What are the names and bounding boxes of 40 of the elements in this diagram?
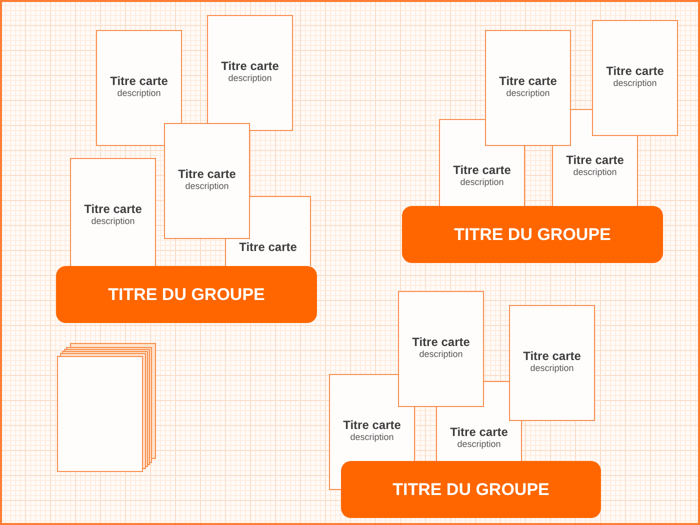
card (164, 123, 250, 239)
card-description: description (506, 88, 550, 99)
card-description: description (350, 432, 394, 443)
card (70, 158, 156, 266)
card-stack (57, 343, 156, 472)
card (207, 15, 293, 131)
card-title: Titre carte (450, 425, 508, 439)
card-title: Titre carte (110, 74, 168, 88)
group-title: TITRE DU GROUPE (108, 284, 265, 304)
group-title: TITRE DU GROUPE (392, 480, 550, 500)
card-title: Titre carte (221, 59, 279, 73)
card-title: Titre carte (84, 202, 142, 216)
card-description: description (457, 439, 501, 450)
card (509, 305, 595, 421)
card-description: description (91, 216, 135, 227)
card-description: description (460, 177, 504, 188)
card-description: description (228, 73, 272, 84)
card-description: description (117, 88, 161, 99)
card-description: description (419, 349, 463, 360)
card-title: Titre carte (453, 163, 511, 177)
card-description: description (530, 363, 574, 374)
card-title: Titre carte (523, 349, 581, 363)
card (96, 30, 182, 146)
card-description: description (573, 167, 617, 178)
card-title: Titre carte (566, 153, 624, 167)
card (398, 291, 484, 407)
card (485, 30, 571, 146)
group-banner (56, 266, 317, 323)
card-title: Titre carte (239, 240, 297, 254)
card-title: Titre carte (343, 418, 401, 432)
card-title: Titre carte (178, 167, 236, 181)
card-description: description (185, 181, 229, 192)
card-title: Titre carte (606, 64, 664, 78)
card-title: Titre carte (499, 74, 557, 88)
card (592, 20, 678, 136)
group-banner (402, 206, 663, 263)
group-banner (341, 461, 601, 518)
card-title: Titre carte (412, 335, 470, 349)
group-title: TITRE DU GROUPE (454, 224, 611, 244)
card-description: description (613, 78, 657, 89)
